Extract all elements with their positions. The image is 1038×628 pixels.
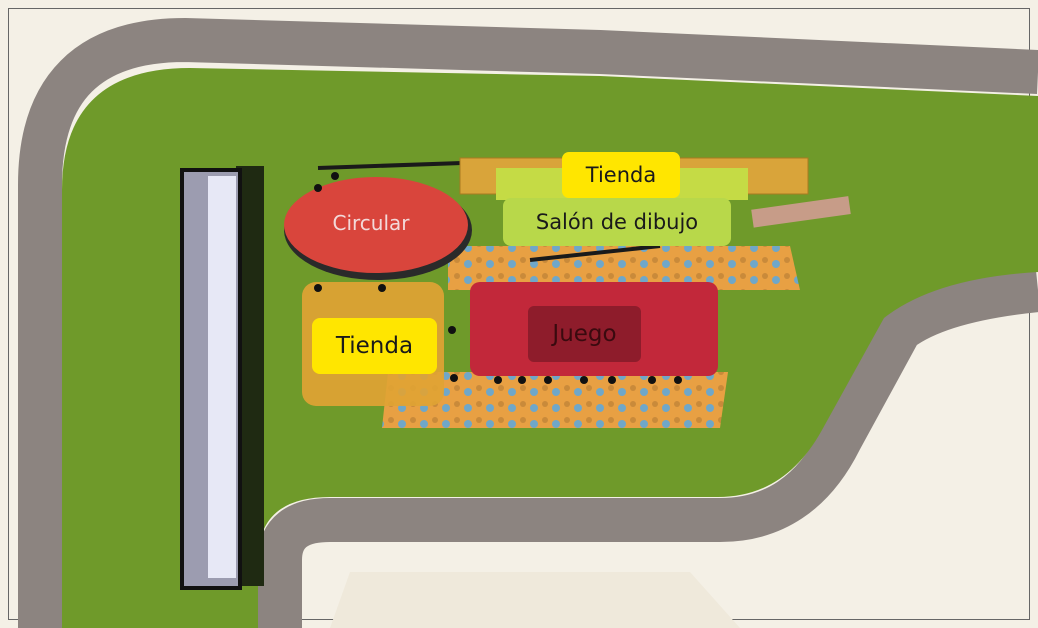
top-rail <box>317 161 463 170</box>
inner-road <box>258 268 1038 628</box>
salon-de-dibujo-label: Salón de dibujo <box>503 198 731 246</box>
pink-path <box>751 196 851 228</box>
seating-area-bottom <box>382 372 728 428</box>
building-roof <box>208 176 236 578</box>
tienda-left-label: Tienda <box>312 318 437 374</box>
markers <box>314 172 682 384</box>
seating-area-top <box>448 246 800 290</box>
seat-rail <box>529 244 661 262</box>
juego-label: Juego <box>528 306 641 362</box>
outer-road <box>18 18 1038 628</box>
circular-label: Circular <box>332 211 410 235</box>
circular-area <box>284 177 468 273</box>
tienda-top-label: Tienda <box>562 152 680 198</box>
bottom-lot <box>330 572 740 628</box>
